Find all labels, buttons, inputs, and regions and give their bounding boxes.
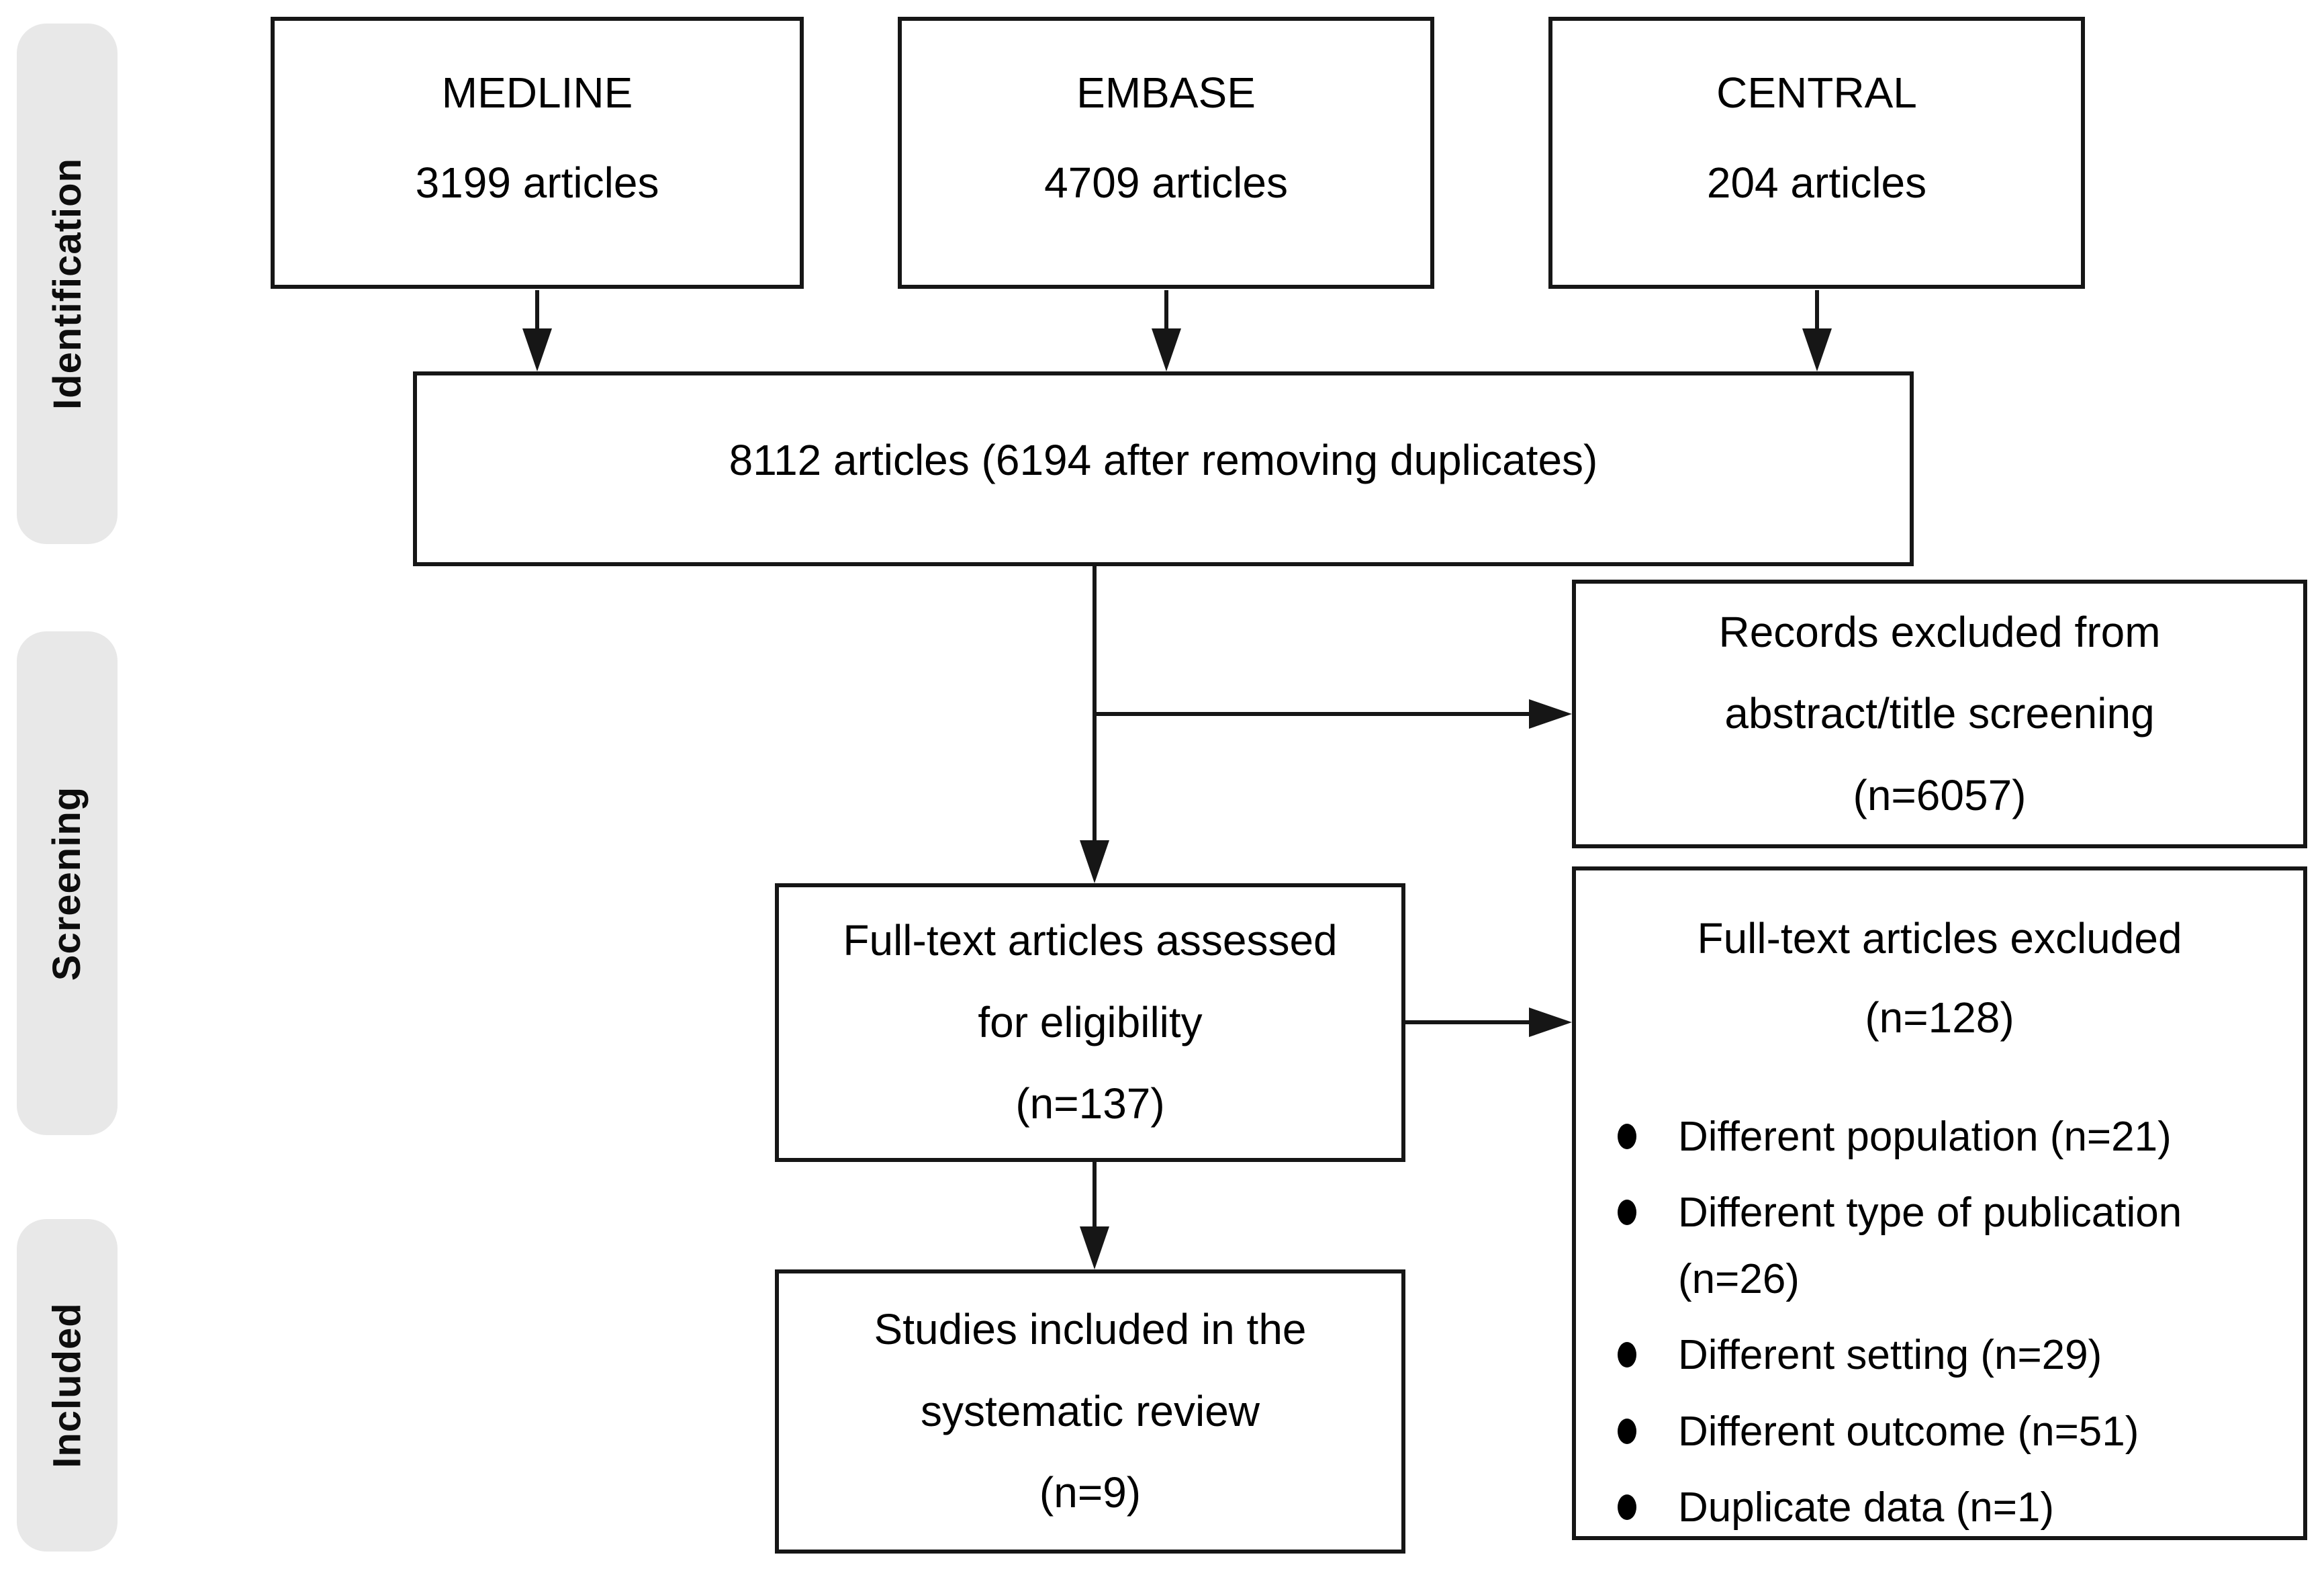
exclusion-reason: Different outcome (n=51) (1678, 1408, 2139, 1455)
central-count: 204 articles (1706, 159, 1927, 207)
box-pooled-articles: 8112 articles (6194 after removing dupli… (413, 371, 1914, 566)
bullet-icon (1618, 1123, 1636, 1149)
list-item: Different population (n=21) (1608, 1104, 2283, 1170)
exclusion-reason: Different type of publication (n=26) (1678, 1189, 2182, 1303)
arrowhead-right-icon (1529, 699, 1572, 729)
box-records-excluded: Records excluded from abstract/title scr… (1572, 580, 2307, 848)
arrowhead-right-icon (1529, 1007, 1572, 1037)
connector-central-to-pool (1815, 290, 1819, 330)
list-item: Duplicate data (n=1) (1608, 1474, 2283, 1541)
arrowhead-down-icon (1802, 328, 1832, 371)
stage-identification-label: Identification (45, 158, 89, 410)
arrowhead-down-icon (1152, 328, 1181, 371)
exclusion-reason: Duplicate data (n=1) (1678, 1484, 2055, 1531)
medline-title: MEDLINE (441, 68, 633, 117)
bullet-icon (1618, 1494, 1636, 1520)
records-excluded-line: Records excluded from (1718, 607, 2161, 656)
embase-title: EMBASE (1076, 68, 1256, 117)
connector-embase-to-pool (1164, 290, 1168, 330)
connector-pool-to-fulltext (1093, 566, 1097, 842)
list-item: Different outcome (n=51) (1608, 1398, 2283, 1465)
arrowhead-down-icon (522, 328, 552, 371)
connector-to-records-excluded (1095, 712, 1532, 716)
exclusion-reason: Different setting (n=29) (1678, 1332, 2102, 1379)
embase-count: 4709 articles (1044, 159, 1288, 207)
stage-included-label: Included (45, 1302, 89, 1468)
stage-screening-label: Screening (45, 786, 89, 981)
connector-medline-to-pool (535, 290, 539, 330)
box-fulltext-assessed: Full-text articles assessed for eligibil… (775, 883, 1405, 1162)
central-title: CENTRAL (1716, 68, 1917, 117)
fulltext-assessed-line: Full-text articles assessed (843, 916, 1338, 965)
stage-identification: Identification (17, 24, 118, 544)
records-excluded-count: (n=6057) (1853, 770, 2027, 819)
medline-count: 3199 articles (415, 159, 659, 207)
stage-screening: Screening (17, 631, 118, 1135)
stage-included: Included (17, 1219, 118, 1552)
records-excluded-line: abstract/title screening (1724, 689, 2155, 738)
bullet-icon (1618, 1418, 1636, 1444)
fulltext-excluded-count: (n=128) (1865, 993, 2014, 1042)
box-central-source: CENTRAL 204 articles (1548, 17, 2085, 289)
connector-fulltext-to-studies (1093, 1162, 1097, 1228)
list-item: Different setting (n=29) (1608, 1322, 2283, 1388)
pooled-articles-text: 8112 articles (6194 after removing dupli… (729, 436, 1598, 485)
box-medline-source: MEDLINE 3199 articles (271, 17, 804, 289)
exclusion-reason: Different population (n=21) (1678, 1113, 2172, 1160)
bullet-icon (1618, 1342, 1636, 1368)
arrowhead-down-icon (1080, 840, 1109, 883)
fulltext-assessed-line: for eligibility (978, 997, 1203, 1046)
studies-included-count: (n=9) (1039, 1468, 1142, 1517)
box-embase-source: EMBASE 4709 articles (898, 17, 1434, 289)
bullet-icon (1618, 1199, 1636, 1225)
list-item: Different type of publication (n=26) (1608, 1179, 2283, 1312)
fulltext-assessed-count: (n=137) (1015, 1079, 1165, 1128)
box-fulltext-excluded: Full-text articles excluded (n=128) Diff… (1572, 866, 2307, 1540)
exclusion-reason-list: Different population (n=21) Different ty… (1576, 1104, 2303, 1541)
connector-fulltext-to-excluded (1405, 1020, 1532, 1024)
arrowhead-down-icon (1080, 1226, 1109, 1269)
fulltext-excluded-title: Full-text articles excluded (1697, 914, 2182, 962)
studies-included-line: Studies included in the (874, 1305, 1307, 1354)
studies-included-line: systematic review (921, 1386, 1260, 1435)
box-studies-included: Studies included in the systematic revie… (775, 1269, 1405, 1554)
